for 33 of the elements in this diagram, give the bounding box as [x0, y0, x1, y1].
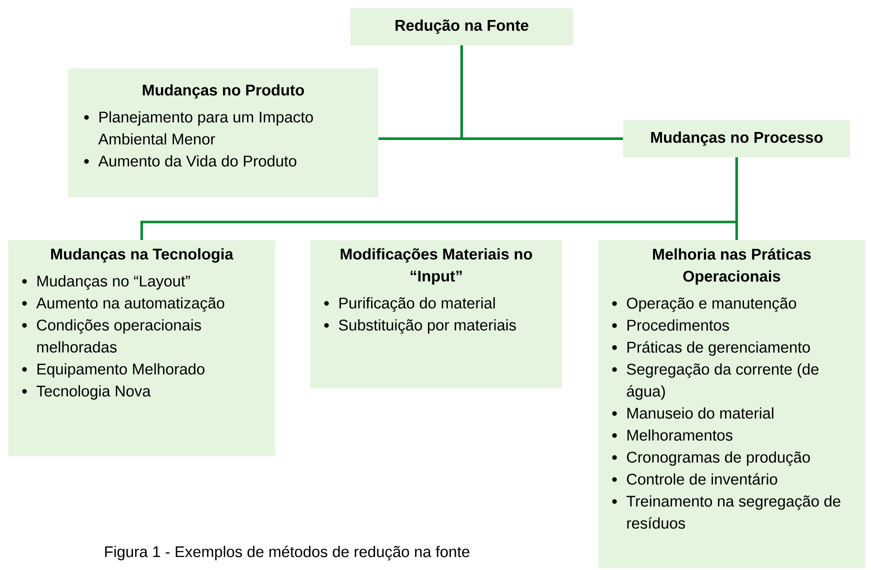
bullet-item: Aumento na automatização [22, 297, 224, 312]
figure-caption: Figura 1 - Exemplos de métodos de redução na fonte [105, 546, 470, 560]
category-box [350, 8, 574, 46]
bullet-item: Purificação do material [324, 297, 495, 312]
bullet-item: Procedimentos [612, 319, 729, 331]
bullet-item: Operação e manutenção [612, 297, 796, 312]
bullet-item: Condições operacionais melhoradas [22, 319, 202, 353]
connector-line [735, 157, 738, 240]
category-box [623, 120, 850, 158]
bullet-item: Melhoramentos [612, 429, 732, 441]
connector-line [460, 45, 623, 140]
bullet-item: Controle de inventário [612, 473, 778, 485]
bullet-item: Práticas de gerenciamento [612, 341, 810, 356]
box-heading: Melhoria nas Práticas Operacionais [653, 248, 811, 285]
bullet-item: Equipamento Melhorado [22, 363, 204, 378]
bullet-item: Treinamento na segregação de resíduos [612, 495, 840, 529]
category-box [8, 240, 276, 456]
box-heading: Mudanças no Processo [651, 131, 823, 146]
box-heading: Redução na Fonte [396, 19, 528, 34]
bullet-item: Segregação da corrente (de água) [612, 363, 818, 400]
bullet-item: Tecnologia Nova [22, 385, 151, 400]
category-box [68, 68, 378, 198]
category-box [310, 240, 562, 388]
box-heading: Modificações Materiais no “Input” [340, 248, 532, 285]
bullet-item: Aumento da Vida do Produto [84, 155, 296, 167]
bullet-item: Planejamento para um Impacto Ambiental Menor [84, 111, 313, 145]
bullet-item: Cronogramas de produção [612, 451, 810, 466]
box-heading: Mudanças no Produto [142, 84, 304, 99]
bullet-item: Mudanças no “Layout” [22, 275, 190, 290]
category-box [598, 240, 866, 568]
bullet-item: Manuseio do material [612, 407, 774, 419]
box-heading: Mudanças na Tecnologia [51, 248, 234, 263]
bullet-item: Substituição por materiais [324, 319, 516, 334]
